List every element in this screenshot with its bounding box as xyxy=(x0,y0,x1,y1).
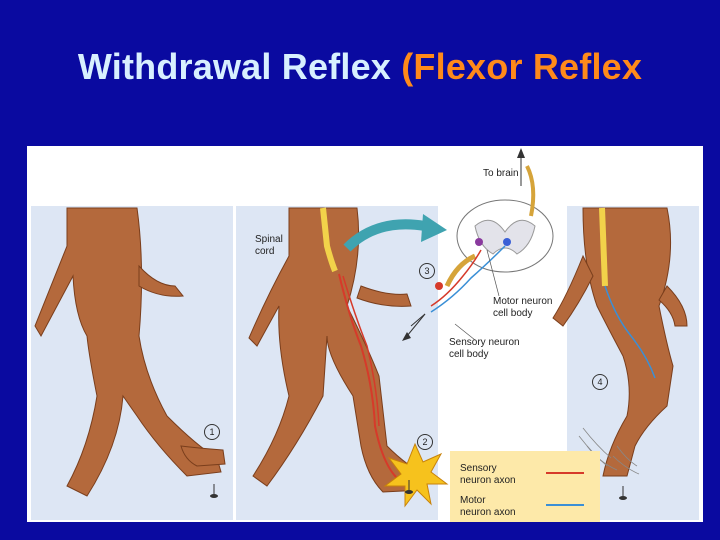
person-1 xyxy=(34,207,222,497)
zoom-arrow xyxy=(343,219,426,252)
step-2-marker: 2 xyxy=(417,434,433,450)
sensory-neuron-label-line2: cell body xyxy=(449,349,489,360)
spinal-cord-2 xyxy=(320,207,338,273)
legend: Sensory neuron axon Motor neuron axon xyxy=(450,451,600,522)
motor-neuron-label-line1: Motor neuron xyxy=(493,296,553,307)
sensory-pathway xyxy=(338,273,400,481)
legend-sensory-line1: Sensory xyxy=(460,463,497,474)
motor-neuron-label-line2: cell body xyxy=(493,308,533,319)
tack-4 xyxy=(619,486,627,500)
foot-1 xyxy=(180,445,226,467)
to-brain-label: To brain xyxy=(483,168,519,179)
step-3-marker: 3 xyxy=(419,263,435,279)
reflex-illustration xyxy=(31,148,699,520)
spinal-cross-section xyxy=(456,165,554,273)
sensory-cell-body xyxy=(435,282,443,290)
person-2 xyxy=(248,207,428,493)
legend-motor-line1: Motor xyxy=(460,495,486,506)
reflex-figure: To brain Spinal cord Motor neuron cell b… xyxy=(27,146,703,522)
pain-starburst xyxy=(383,442,449,508)
legend-motor-line2: neuron axon xyxy=(460,507,516,518)
spinal-cord-label-line2: cord xyxy=(255,246,275,257)
motor-pathway xyxy=(604,285,656,379)
slide-title: Withdrawal Reflex (Flexor Reflex xyxy=(0,46,720,88)
step-1-marker: 1 xyxy=(204,424,220,440)
title-main: Withdrawal Reflex xyxy=(77,46,402,87)
legend-sensory-swatch xyxy=(546,472,584,474)
motion-lines xyxy=(578,427,640,475)
tack-2 xyxy=(405,480,413,494)
legend-motor-swatch xyxy=(546,504,584,506)
step-4-marker: 4 xyxy=(592,374,608,390)
tack-1 xyxy=(210,484,218,498)
spinal-cord-label-line1: Spinal xyxy=(255,234,283,245)
legend-sensory-line2: neuron axon xyxy=(460,475,516,486)
title-parenthetical: (Flexor Reflex xyxy=(401,46,643,87)
sensory-neuron-label-line1: Sensory neuron xyxy=(449,337,520,348)
spinal-cord-4 xyxy=(599,207,608,287)
